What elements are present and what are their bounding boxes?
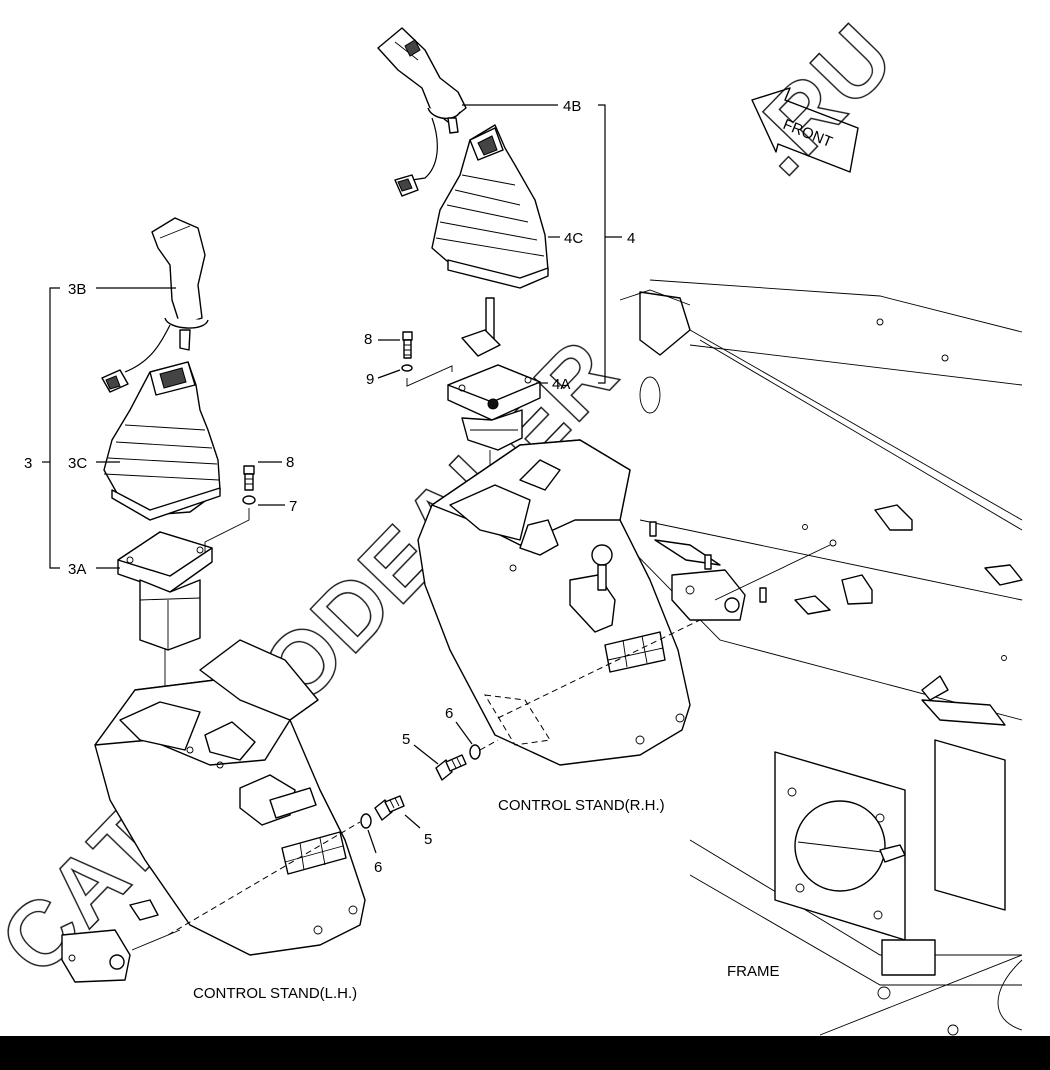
joystick-grip-3b — [101, 217, 209, 393]
callout-8-lh: 8 — [286, 454, 294, 471]
callout-3a: 3A — [68, 561, 86, 578]
frame-assembly — [619, 279, 1023, 1036]
bolt-8-lh — [243, 465, 255, 491]
washer-9-rh — [401, 364, 413, 372]
callout-6-rh: 6 — [445, 705, 453, 722]
joystick-lh-assembly — [101, 217, 256, 705]
callout-5-lh: 5 — [424, 831, 432, 848]
washer-7-lh — [242, 495, 256, 505]
rubber-boot-4c — [431, 124, 549, 289]
washer-6-rh — [469, 744, 481, 760]
callout-3b: 3B — [68, 281, 86, 298]
parts-diagram: FRONT CATAUTODEALER .RU — [0, 4, 1023, 1036]
bolt-5-rh — [435, 754, 467, 781]
pilot-valve-3a — [117, 531, 213, 651]
bolt-8-rh — [402, 331, 413, 359]
front-direction-arrow: FRONT — [751, 87, 859, 173]
callout-3c: 3C — [68, 455, 87, 472]
callout-labels: 3 3B 3C 3A 8 7 4B 4C 4 4A 8 9 5 6 5 6 — [24, 98, 635, 876]
control-stand-rh — [417, 439, 837, 766]
joystick-rh-assembly — [377, 27, 549, 510]
callout-4a: 4A — [552, 376, 570, 393]
caption-control-stand-rh: CONTROL STAND(R.H.) — [498, 797, 665, 814]
callout-7: 7 — [289, 498, 297, 515]
callout-4c: 4C — [564, 230, 583, 247]
leader-lines — [42, 104, 622, 854]
callout-8-rh: 8 — [364, 331, 372, 348]
pilot-valve-4a — [447, 297, 541, 451]
caption-frame: FRAME — [727, 963, 780, 980]
joystick-grip-4b — [377, 27, 467, 197]
bolt-5-lh — [374, 795, 405, 821]
callout-3: 3 — [24, 455, 32, 472]
caption-control-stand-lh: CONTROL STAND(L.H.) — [193, 985, 357, 1002]
callout-6-lh: 6 — [374, 859, 382, 876]
callout-5-rh: 5 — [402, 731, 410, 748]
watermark-line-2: .RU — [726, 5, 914, 194]
captions: CONTROL STAND(R.H.) CONTROL STAND(L.H.) … — [193, 797, 780, 1002]
callout-4: 4 — [627, 230, 635, 247]
rubber-boot-3c — [103, 361, 221, 521]
callout-4b: 4B — [563, 98, 581, 115]
bottom-border-bar — [0, 1036, 1050, 1070]
control-stand-lh — [61, 639, 366, 983]
callout-9: 9 — [366, 371, 374, 388]
washer-6-lh — [360, 813, 372, 829]
